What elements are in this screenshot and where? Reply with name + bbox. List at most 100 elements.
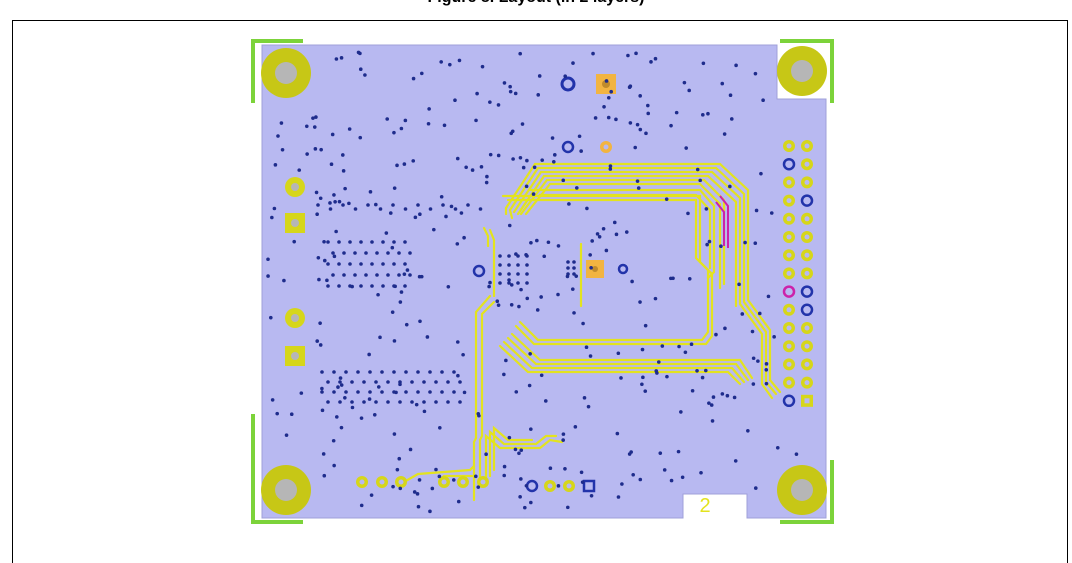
via-dot bbox=[411, 76, 416, 81]
via-dot bbox=[326, 400, 330, 404]
via-dot bbox=[370, 284, 374, 288]
via-dot bbox=[297, 168, 302, 172]
via-dot bbox=[439, 60, 443, 64]
via-dot bbox=[626, 53, 630, 58]
via-dot bbox=[398, 400, 402, 404]
via-dot bbox=[428, 390, 432, 394]
via-dot bbox=[591, 51, 595, 56]
via-dot bbox=[381, 240, 385, 244]
via-dot bbox=[517, 451, 521, 456]
via-dot bbox=[710, 419, 715, 423]
via-dot bbox=[412, 490, 417, 494]
via-dot bbox=[653, 296, 658, 301]
via-dot bbox=[378, 335, 382, 340]
via-dot bbox=[392, 432, 397, 436]
via-dot bbox=[519, 477, 523, 481]
via-dot bbox=[451, 478, 456, 482]
via-dot bbox=[415, 492, 420, 496]
via-dot bbox=[318, 321, 322, 325]
via-dot bbox=[532, 165, 537, 170]
via-dot bbox=[529, 240, 533, 245]
via-dot bbox=[764, 381, 769, 386]
board-substrate bbox=[261, 44, 827, 519]
via-dot bbox=[620, 482, 624, 486]
via-dot bbox=[299, 391, 304, 395]
via-dot bbox=[330, 132, 335, 137]
via-dot bbox=[518, 155, 523, 160]
via-dot bbox=[484, 452, 488, 457]
via-dot bbox=[425, 335, 430, 339]
via-dot bbox=[682, 80, 687, 85]
via-dot bbox=[746, 429, 750, 433]
via-dot bbox=[404, 390, 408, 394]
via-dot bbox=[484, 180, 489, 185]
via-dot bbox=[364, 273, 368, 277]
via-dot bbox=[386, 400, 390, 404]
via-dot bbox=[402, 272, 407, 276]
via-dot bbox=[502, 81, 507, 85]
via-dot bbox=[312, 125, 317, 129]
via-dot bbox=[612, 220, 617, 225]
via-dot bbox=[677, 344, 681, 349]
via-dot bbox=[690, 388, 695, 393]
via-dot bbox=[687, 277, 692, 281]
via-dot bbox=[728, 184, 732, 189]
header-pin bbox=[783, 194, 795, 207]
via-dot bbox=[511, 157, 515, 161]
via-dot bbox=[754, 208, 759, 213]
via-dot bbox=[608, 164, 613, 168]
via-dot bbox=[344, 390, 348, 394]
via-dot bbox=[654, 369, 659, 373]
header-pin bbox=[783, 249, 795, 262]
via-dot bbox=[624, 230, 629, 234]
via-dot bbox=[636, 186, 641, 190]
via-dot bbox=[376, 292, 380, 297]
via-dot bbox=[704, 207, 709, 211]
via-dot bbox=[728, 93, 733, 98]
via-dot bbox=[403, 284, 407, 288]
via-dot bbox=[628, 84, 633, 89]
via-dot bbox=[388, 211, 393, 215]
via-dot bbox=[574, 274, 579, 278]
via-dot bbox=[488, 100, 492, 104]
via-dot bbox=[456, 499, 461, 504]
via-dot bbox=[498, 281, 502, 285]
via-dot bbox=[616, 351, 621, 356]
via-dot bbox=[428, 207, 433, 211]
via-dot bbox=[665, 374, 669, 379]
via-dot bbox=[751, 382, 756, 386]
via-dot bbox=[408, 273, 412, 277]
via-dot bbox=[658, 451, 663, 455]
figure-frame bbox=[12, 20, 1068, 563]
via-dot bbox=[683, 350, 688, 355]
via-dot bbox=[473, 474, 478, 479]
vias bbox=[266, 50, 799, 514]
header-pin bbox=[801, 322, 813, 334]
via-dot bbox=[577, 134, 582, 139]
via-dot bbox=[561, 432, 566, 436]
via-dot bbox=[604, 248, 609, 253]
via-dot bbox=[356, 370, 360, 374]
via-dot bbox=[397, 273, 401, 277]
via-dot bbox=[761, 98, 765, 103]
via-dot bbox=[289, 412, 294, 417]
via-dot bbox=[448, 62, 452, 67]
via-dot bbox=[399, 126, 404, 131]
via-dot bbox=[548, 466, 553, 471]
via-dot bbox=[509, 283, 514, 287]
via-dot bbox=[502, 372, 506, 377]
via-dot bbox=[719, 244, 723, 248]
via-dot bbox=[753, 241, 758, 246]
via-dot bbox=[404, 370, 408, 374]
via-dot bbox=[764, 367, 769, 372]
via-dot bbox=[535, 238, 539, 243]
via-dot bbox=[405, 268, 410, 272]
via-dot bbox=[326, 284, 330, 288]
via-dot bbox=[337, 240, 341, 244]
via-dot bbox=[353, 251, 357, 255]
via-dot bbox=[616, 495, 621, 499]
via-dot bbox=[593, 116, 598, 120]
via-dot bbox=[438, 425, 442, 430]
via-dot bbox=[488, 152, 493, 157]
layer-label: 2 bbox=[699, 495, 710, 517]
